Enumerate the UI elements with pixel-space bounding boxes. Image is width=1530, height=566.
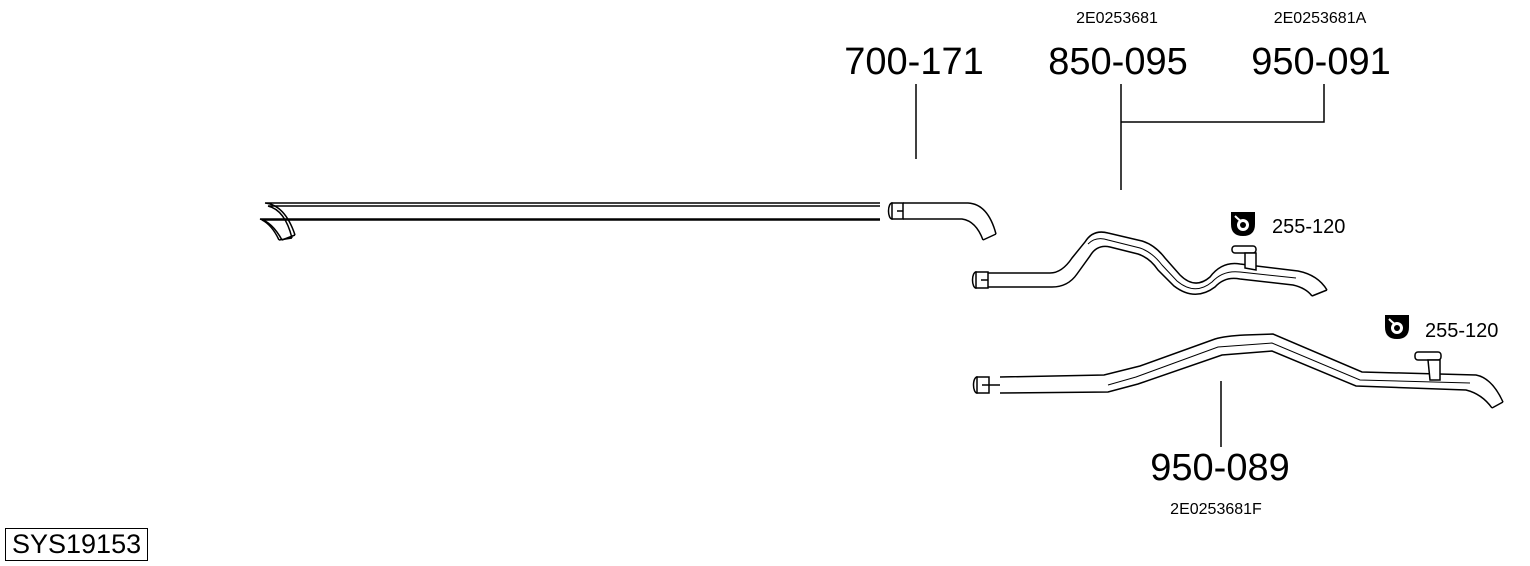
oe-label-2E0253681F: 2E0253681F (1170, 501, 1262, 518)
pipe-700-171-outline[interactable] (903, 202, 997, 241)
flange-950-089 (972, 376, 1000, 394)
hanger-label-1[interactable]: 255-120 (1272, 216, 1345, 238)
system-id-box: SYS19153 (5, 528, 149, 561)
part-label-850-095[interactable]: 850-095 (1048, 41, 1187, 83)
flange-700-171-end (887, 202, 904, 220)
flange-850-095 (971, 271, 989, 289)
part-label-950-089[interactable]: 950-089 (1150, 447, 1289, 489)
pipe-700-171-shape[interactable] (259, 202, 905, 241)
leader-line-950-091 (1121, 84, 1325, 123)
pipe-950-089[interactable] (999, 333, 1504, 409)
leader-lines (915, 84, 1325, 447)
rubber-hanger-icon[interactable] (1231, 212, 1255, 236)
hanger-label-2[interactable]: 255-120 (1425, 320, 1498, 342)
oe-label-2E0253681A: 2E0253681A (1274, 10, 1367, 27)
rubber-hanger-icon[interactable] (1385, 315, 1409, 339)
hanger-bracket-950-089 (1414, 351, 1442, 381)
part-label-950-091[interactable]: 950-091 (1251, 41, 1390, 83)
part-label-700-171[interactable]: 700-171 (844, 41, 983, 83)
oe-label-2E0253681: 2E0253681 (1076, 10, 1158, 27)
hanger-bracket-850-095 (1231, 245, 1257, 271)
